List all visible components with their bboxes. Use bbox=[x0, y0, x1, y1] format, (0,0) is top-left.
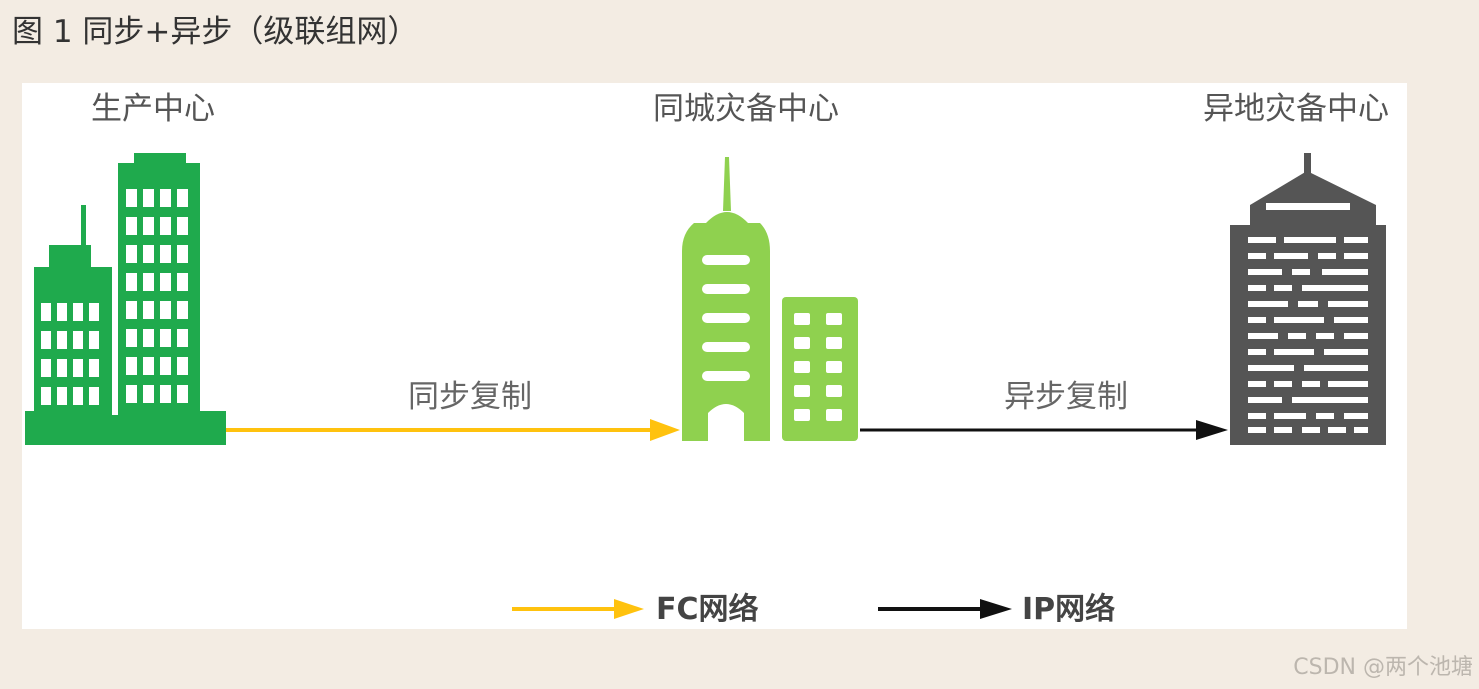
legend-ip-label: IP网络 bbox=[1022, 592, 1115, 627]
legend-fc-arrow bbox=[512, 599, 644, 619]
same-city-building-icon bbox=[682, 157, 858, 441]
sync-replication-label: 同步复制 bbox=[408, 379, 532, 415]
production-center-label: 生产中心 bbox=[91, 91, 215, 127]
diagram-canvas: 生产中心 同城灾备中心 异地灾备中心 bbox=[25, 91, 1389, 627]
watermark: CSDN @两个池塘 bbox=[1293, 655, 1473, 680]
production-building-windows bbox=[41, 189, 188, 415]
legend-fc-label: FC网络 bbox=[656, 592, 759, 627]
same-city-building-windows bbox=[702, 255, 842, 441]
legend-ip-arrow bbox=[878, 599, 1012, 619]
cascade-networking-diagram: 生产中心 同城灾备中心 异地灾备中心 bbox=[22, 83, 1407, 629]
async-replication-label: 异步复制 bbox=[1004, 379, 1128, 415]
remote-building-windows bbox=[1248, 203, 1368, 433]
sync-replication-arrow bbox=[226, 419, 680, 441]
remote-dr-center-label: 异地灾备中心 bbox=[1203, 91, 1389, 127]
same-city-dr-center-label: 同城灾备中心 bbox=[653, 91, 839, 127]
legend: FC网络 IP网络 bbox=[512, 592, 1115, 627]
figure-caption: 图 1 同步+异步（级联组网） bbox=[12, 14, 419, 50]
async-replication-arrow bbox=[860, 420, 1228, 440]
production-building-icon bbox=[25, 153, 226, 445]
